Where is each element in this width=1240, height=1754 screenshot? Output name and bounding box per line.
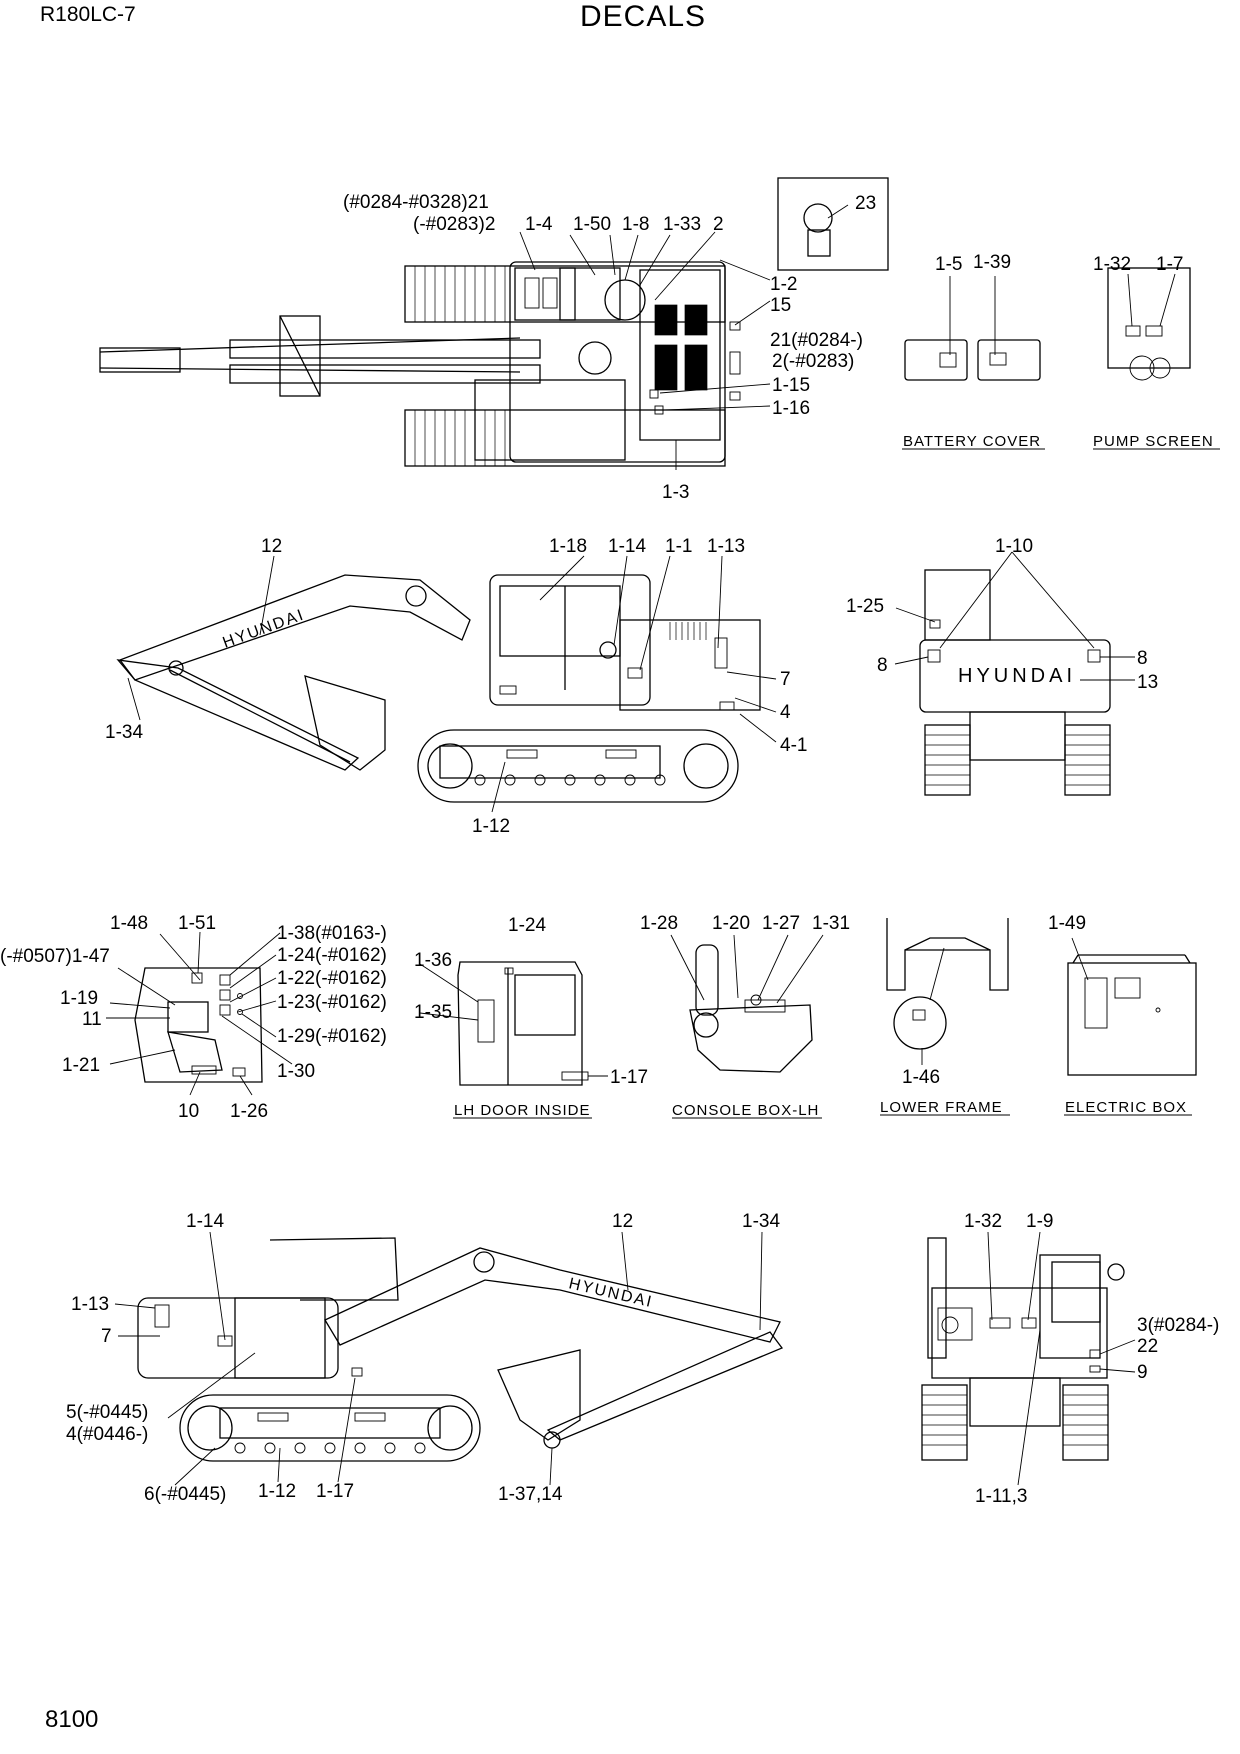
label-right-5: 5(-#0445) [66,1402,148,1423]
label-top-2-early: (-#0283)2 [413,214,495,235]
label-left-4-1: 4-1 [780,735,807,756]
label-right-1-13: 1-13 [71,1294,109,1315]
label-cab-1-30: 1-30 [277,1061,315,1082]
cab-inside-view [106,931,293,1096]
label-right-1-12: 1-12 [258,1481,296,1502]
label-left-4: 4 [780,702,791,723]
label-right-7: 7 [101,1326,112,1347]
caption-lower-frame: LOWER FRAME [880,1099,1003,1116]
label-top-1-8: 1-8 [622,214,649,235]
front-view [921,1231,1136,1486]
label-ebox-1-49: 1-49 [1048,913,1086,934]
lower-frame-view [880,918,1010,1116]
label-cab-1-38: 1-38(#0163-) [277,923,387,944]
caption-battery-cover: BATTERY COVER [903,433,1041,450]
label-rear-8-right: 8 [1137,648,1148,669]
label-top-1-16: 1-16 [772,398,810,419]
console-box-view [670,934,824,1119]
page-number: 8100 [45,1706,98,1733]
label-console-1-20: 1-20 [712,913,750,934]
label-left-1-18: 1-18 [549,536,587,557]
label-left-12: 12 [261,536,282,557]
label-pump-1-7: 1-7 [1156,254,1183,275]
brand-text-rear: HYUNDAI [958,665,1076,687]
label-cab-1-47: (-#0507)1-47 [0,946,110,967]
label-frame-1-46: 1-46 [902,1067,940,1088]
label-top-15: 15 [770,295,791,316]
label-front-22: 22 [1137,1336,1158,1357]
label-door-1-17: 1-17 [610,1067,648,1088]
caption-electric-box: ELECTRIC BOX [1065,1099,1187,1116]
label-front-1-32: 1-32 [964,1211,1002,1232]
label-rear-1-10: 1-10 [995,536,1033,557]
label-cab-11: 11 [82,1009,102,1030]
caption-pump-screen: PUMP SCREEN [1093,433,1214,450]
label-rear-13: 13 [1137,672,1158,693]
label-door-1-35: 1-35 [414,1002,452,1023]
battery-cover-view [902,276,1045,450]
label-top-23: 23 [855,193,876,214]
label-top-21-late: 21(#0284-) [770,330,863,351]
label-right-4: 4(#0446-) [66,1424,148,1445]
label-top-1-15: 1-15 [772,375,810,396]
label-cab-1-23: 1-23(-#0162) [277,992,387,1013]
label-cab-1-26: 1-26 [230,1101,268,1122]
top-view [99,177,889,470]
electric-box-view [1064,937,1197,1116]
label-cab-1-21: 1-21 [62,1055,100,1076]
label-top-2-late: 2(-#0283) [772,351,854,372]
label-battery-1-5: 1-5 [935,254,962,275]
label-rear-1-25: 1-25 [846,596,884,617]
label-rear-8-left: 8 [877,655,888,676]
label-front-3: 3(#0284-) [1137,1315,1219,1336]
label-battery-1-39: 1-39 [973,252,1011,273]
brand-text-boom-right: HYUNDAI [567,1275,655,1311]
label-right-1-14: 1-14 [186,1211,224,1232]
label-right-1-37-14: 1-37,14 [498,1484,563,1505]
label-pump-1-32: 1-32 [1093,254,1131,275]
rear-view [894,551,1135,796]
label-right-12: 12 [612,1211,633,1232]
label-top-1-50: 1-50 [573,214,611,235]
caption-lh-door-inside: LH DOOR INSIDE [454,1102,591,1119]
side-left-view [116,555,777,813]
label-cab-10: 10 [178,1101,199,1122]
label-door-1-36: 1-36 [414,950,452,971]
label-right-1-34: 1-34 [742,1211,780,1232]
label-console-1-27: 1-27 [762,913,800,934]
label-front-9: 9 [1137,1362,1148,1383]
label-cab-1-19: 1-19 [60,988,98,1009]
label-left-7: 7 [780,669,791,690]
label-cab-1-22: 1-22(-#0162) [277,968,387,989]
page-title: DECALS [580,0,706,33]
label-top-1-2: 1-2 [770,274,797,295]
label-console-1-28: 1-28 [640,913,678,934]
label-top-2: 2 [713,214,724,235]
label-left-1-12: 1-12 [472,816,510,837]
label-left-1-34: 1-34 [105,722,143,743]
side-right-view [114,1231,784,1486]
label-console-1-31: 1-31 [812,913,850,934]
pump-screen-view [1093,267,1220,450]
label-right-6: 6(-#0445) [144,1484,226,1505]
label-top-1-4: 1-4 [525,214,553,235]
label-top-21-early: (#0284-#0328)21 [343,192,489,213]
caption-console-box-lh: CONSOLE BOX-LH [672,1102,819,1119]
label-top-1-33: 1-33 [663,214,701,235]
label-left-1-14: 1-14 [608,536,646,557]
label-front-1-11-3: 1-11,3 [975,1486,1027,1507]
label-right-1-17: 1-17 [316,1481,354,1502]
label-cab-1-24: 1-24(-#0162) [277,945,387,966]
label-cab-1-29: 1-29(-#0162) [277,1026,387,1047]
label-top-1-3: 1-3 [662,482,689,503]
lh-door-view [419,961,608,1119]
label-left-1-13: 1-13 [707,536,745,557]
model-number: R180LC-7 [40,3,136,26]
label-cab-1-51: 1-51 [178,913,216,934]
label-cab-1-48: 1-48 [110,913,148,934]
label-door-1-24: 1-24 [508,915,546,936]
label-front-1-9: 1-9 [1026,1211,1053,1232]
label-left-1-1: 1-1 [665,536,692,557]
